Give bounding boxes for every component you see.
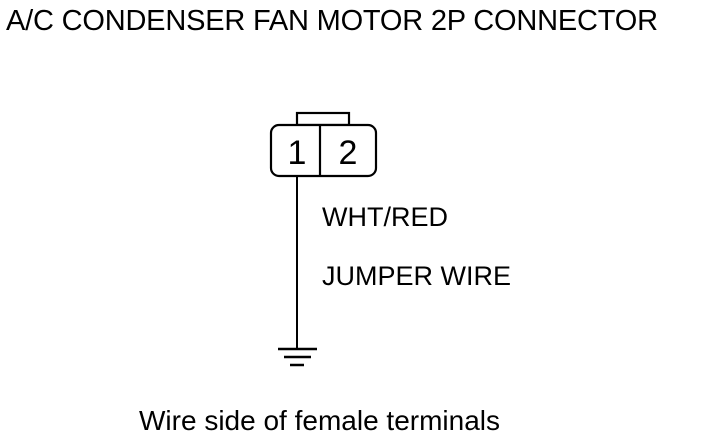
- diagram-title: A/C CONDENSER FAN MOTOR 2P CONNECTOR: [6, 5, 658, 37]
- terminal-1-label: 1: [288, 134, 307, 172]
- terminal-2-label: 2: [339, 134, 358, 172]
- wire-color-label: WHT/RED: [322, 202, 448, 232]
- ground-icon: [278, 347, 317, 367]
- diagram-caption: Wire side of female terminals: [139, 405, 501, 436]
- connector-body: [269, 123, 378, 178]
- jumper-wire-label: JUMPER WIRE: [322, 261, 511, 291]
- connector-lock-tab: [295, 111, 351, 127]
